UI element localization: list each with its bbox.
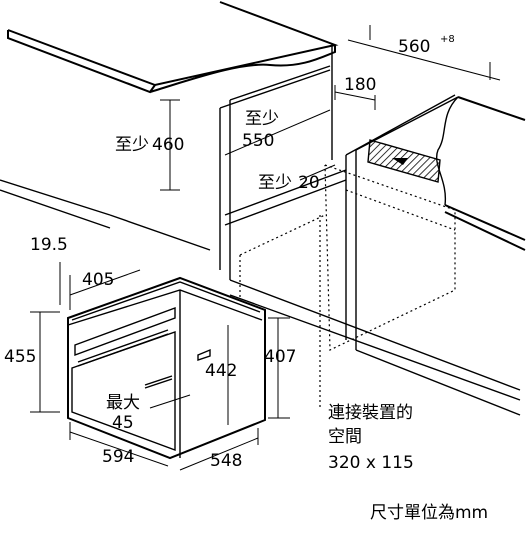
dim-405: 405 [82, 270, 114, 290]
dim-45: 45 [112, 413, 134, 433]
dim-548: 548 [210, 451, 242, 471]
connection-label-line1: 連接裝置的 [328, 403, 413, 423]
countertop [7, 1, 339, 94]
unit-note: 尺寸單位為mm [370, 503, 488, 523]
connection-area [367, 139, 441, 183]
connection-label-line2: 空間 [328, 427, 362, 447]
dim-442: 442 [205, 361, 237, 381]
appliance [67, 276, 266, 460]
dim-560-tolerance: +8 [440, 34, 455, 45]
installation-envelope [239, 164, 456, 410]
dim-180: 180 [344, 75, 376, 95]
label-min-20: 至少 [258, 173, 292, 193]
label-min-460: 至少 [115, 135, 149, 155]
dimension-labels: 560 +8 180 至少 460 至少 550 至少 20 19.5 405 … [4, 34, 455, 471]
label-max-45: 最大 [106, 393, 140, 413]
connection-size: 320 x 115 [328, 453, 414, 473]
label-min-550: 至少 [245, 109, 279, 129]
cabinet-niche [0, 45, 526, 416]
dimension-lines [30, 25, 501, 471]
dim-19-5: 19.5 [30, 235, 68, 255]
dim-455: 455 [4, 347, 36, 367]
dim-594: 594 [102, 447, 134, 467]
dim-20: 20 [298, 173, 320, 193]
connection-space-note: 連接裝置的 空間 320 x 115 [328, 403, 414, 473]
dim-550: 550 [242, 131, 274, 151]
dim-407: 407 [264, 347, 296, 367]
dim-460: 460 [152, 135, 184, 155]
dim-560: 560 [398, 37, 430, 57]
